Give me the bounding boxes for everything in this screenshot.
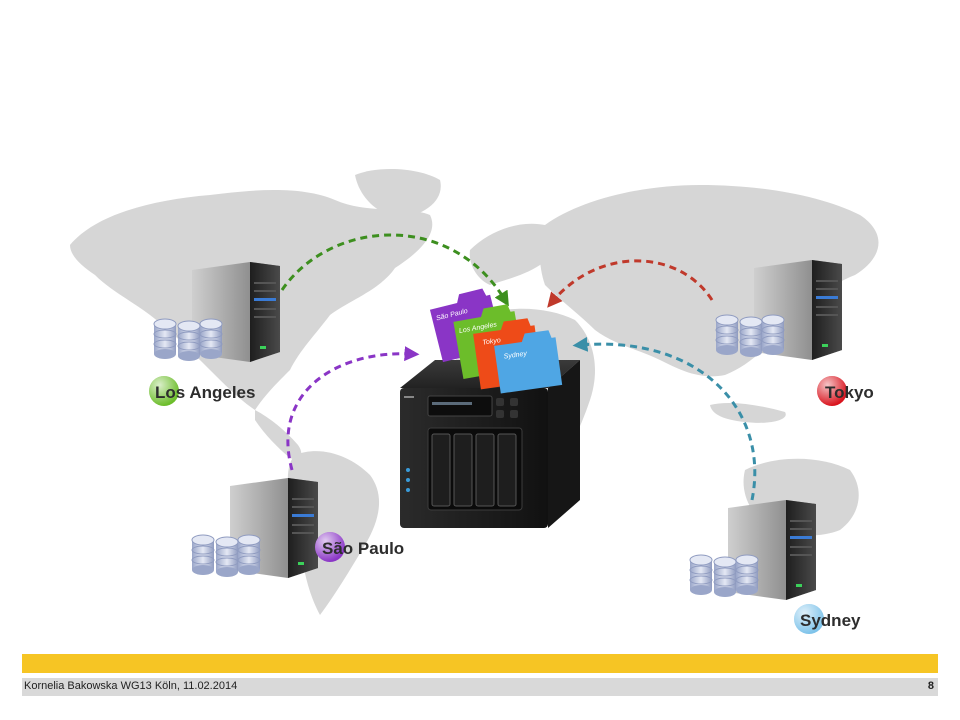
- server-sydney: [689, 500, 816, 600]
- label-sydney-initial: S: [800, 611, 811, 630]
- svg-text:São Paulo: São Paulo: [322, 539, 404, 558]
- page-number: 8: [927, 680, 934, 692]
- arrow-los-angeles: [280, 233, 509, 307]
- label-los-angeles: Los Angeles: [149, 376, 255, 406]
- label-los-angeles-rest: os Angeles: [165, 383, 255, 402]
- server-sao-paulo: [191, 478, 318, 578]
- database-stack: [153, 318, 223, 361]
- label-sao-paulo-initial: S: [322, 539, 333, 558]
- arrow-tokyo: [547, 259, 714, 308]
- server-tokyo: [715, 260, 842, 360]
- footer-text: Kornelia Bakowska WG13 Köln, 11.02.2014: [24, 680, 238, 692]
- label-los-angeles-initial: L: [155, 383, 165, 402]
- svg-text:Los Angeles: Los Angeles: [155, 383, 255, 402]
- label-tokyo-initial: T: [825, 383, 836, 402]
- arrow-sao-paulo: [286, 346, 420, 471]
- label-sydney: Sydney: [794, 604, 861, 634]
- label-sydney-rest: ydney: [811, 611, 861, 630]
- footer-accent-bar: [22, 654, 938, 673]
- folder-label-tokyo: Tokyo: [482, 337, 501, 347]
- folder-label-sydney: Sydney: [503, 350, 528, 360]
- label-tokyo: Tokyo: [817, 376, 874, 406]
- footer: Kornelia Bakowska WG13 Köln, 11.02.2014 …: [22, 678, 938, 696]
- label-tokyo-rest: okyo: [834, 383, 874, 402]
- label-sao-paulo-rest: ão Paulo: [333, 539, 404, 558]
- svg-text:Sydney: Sydney: [800, 611, 861, 630]
- arrow-sydney: [572, 336, 757, 501]
- svg-text:Tokyo: Tokyo: [825, 383, 874, 402]
- folder-sydney: Sydney: [494, 330, 563, 394]
- label-sao-paulo: São Paulo: [315, 532, 404, 562]
- nas-device: [400, 360, 580, 528]
- server-los-angeles: [153, 262, 280, 362]
